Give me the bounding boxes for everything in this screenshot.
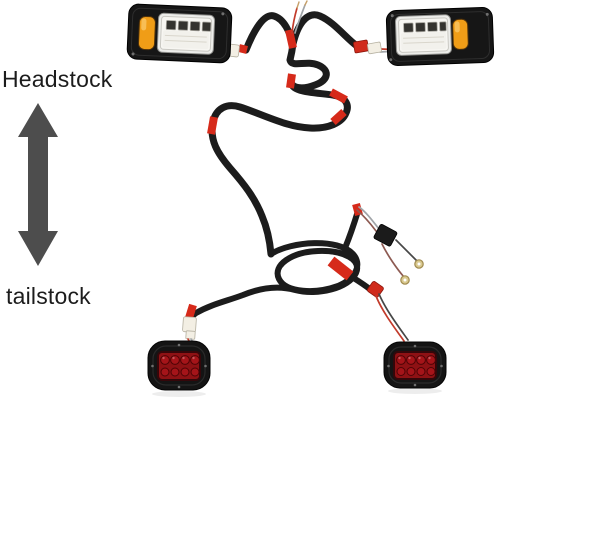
red-tape-wraps bbox=[185, 29, 363, 320]
tailstock-label: tailstock bbox=[6, 283, 91, 309]
double-arrow-shape bbox=[18, 103, 58, 266]
cable-coil bbox=[187, 240, 361, 321]
led-headlamp-lens bbox=[156, 12, 216, 55]
taillight-right bbox=[383, 341, 447, 394]
cable-fuse-feed bbox=[342, 208, 361, 251]
right-headlight-connector bbox=[353, 39, 392, 55]
ring-terminal bbox=[400, 275, 410, 285]
updown-arrow-icon bbox=[18, 103, 58, 266]
taillight-left bbox=[147, 340, 211, 397]
cable-right-headlight bbox=[289, 11, 361, 50]
taillight-leds bbox=[160, 355, 200, 377]
fuse-holder-assembly bbox=[356, 206, 424, 285]
headlight-right bbox=[385, 7, 495, 66]
led-headlamp-lens bbox=[394, 14, 452, 56]
ring-terminal bbox=[414, 259, 424, 269]
power-lead-wires bbox=[291, 0, 308, 34]
turn-signal-lens bbox=[138, 15, 156, 51]
right-taillight-connector bbox=[367, 281, 409, 342]
headlight-left bbox=[126, 3, 233, 64]
cable-main-run bbox=[208, 40, 351, 258]
taillight-leds bbox=[396, 355, 436, 376]
headstock-label: Headstock bbox=[2, 66, 113, 92]
fuse-holder bbox=[373, 224, 398, 247]
